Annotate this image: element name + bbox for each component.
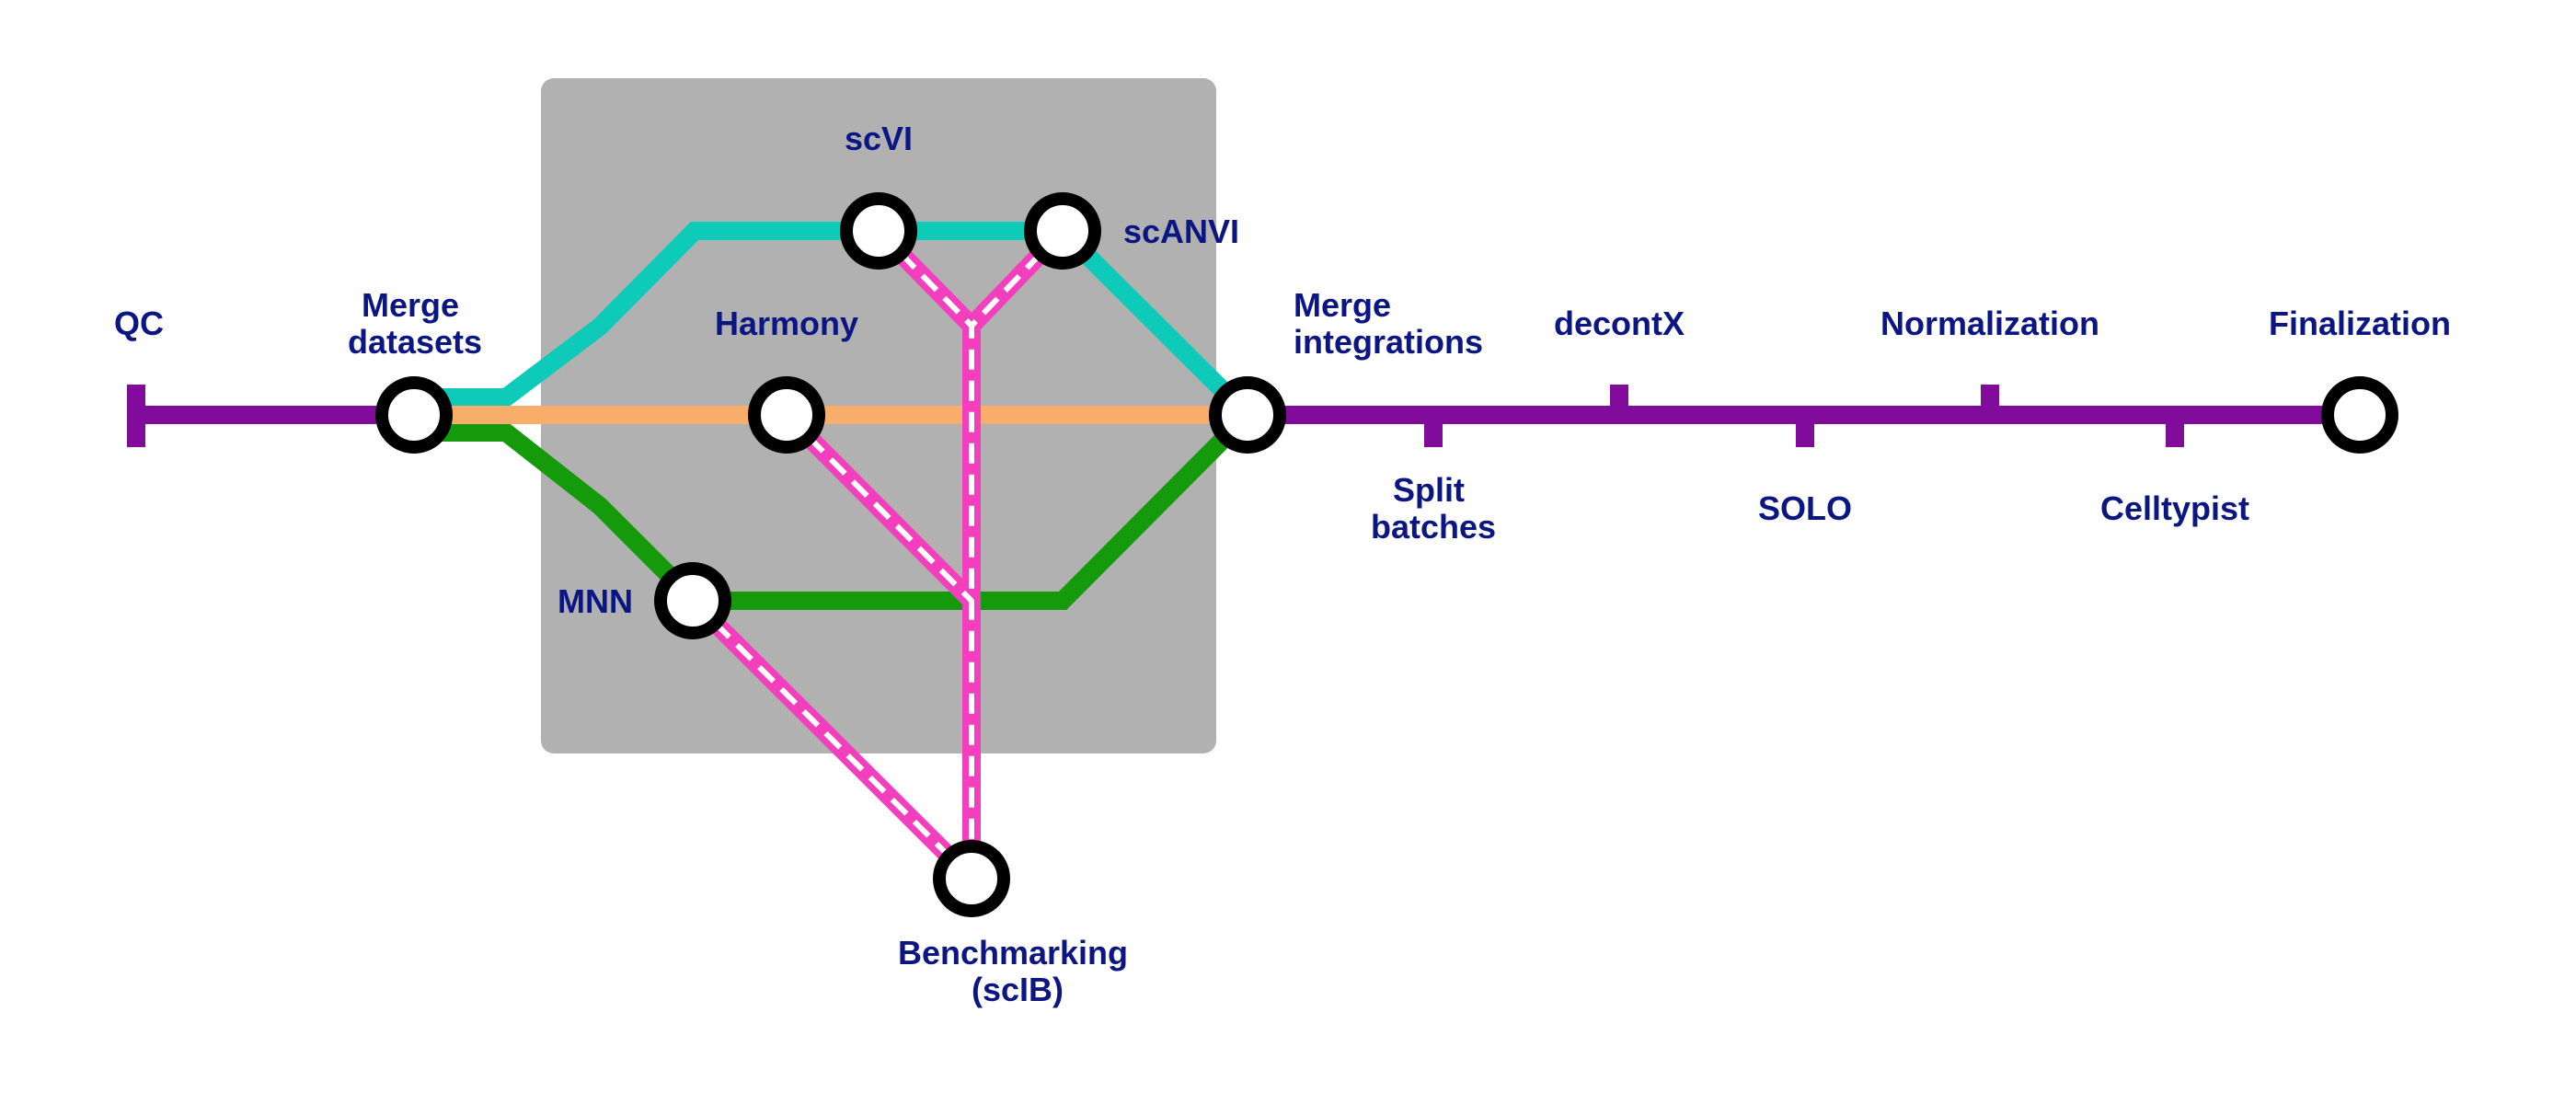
station-harmony[interactable]: [748, 376, 825, 454]
main-pipeline-line: [127, 385, 2360, 447]
label-celltypist: Celltypist: [2100, 489, 2249, 527]
label-merge-datasets-line1: Merge: [362, 286, 459, 324]
label-harmony: Harmony: [715, 305, 858, 342]
label-normalization: Normalization: [1880, 305, 2099, 342]
benchmark-dash-mnn: [690, 598, 974, 881]
label-finalization: Finalization: [2269, 305, 2451, 342]
label-split-batches-line2: batches: [1371, 508, 1496, 546]
label-benchmarking-line2: (scIB): [972, 971, 1064, 1008]
label-mnn: MNN: [558, 582, 633, 620]
label-qc: QC: [114, 305, 164, 342]
station-labels: QC Merge datasets Harmony scVI scANVI MN…: [114, 120, 2451, 1008]
benchmark-dash-scanvi: [969, 228, 1065, 328]
station-merge-integrations[interactable]: [1209, 376, 1286, 454]
station-merge-datasets[interactable]: [375, 376, 453, 454]
station-finalization[interactable]: [2321, 376, 2398, 454]
label-scanvi: scANVI: [1123, 213, 1239, 250]
label-merge-integrations-line2: integrations: [1294, 323, 1483, 361]
benchmark-dash-harmony: [784, 412, 974, 604]
station-scanvi[interactable]: [1024, 192, 1101, 270]
label-scvi: scVI: [845, 120, 913, 157]
label-benchmarking: Benchmarking (scIB): [898, 934, 1137, 1008]
label-merge-datasets-line2: datasets: [348, 323, 482, 361]
station-benchmarking[interactable]: [933, 840, 1010, 917]
label-decontx: decontX: [1554, 305, 1685, 342]
stations: [375, 192, 2398, 917]
mnn-line: [414, 408, 1255, 610]
station-scvi[interactable]: [840, 192, 917, 270]
label-merge-integrations-line1: Merge: [1294, 286, 1391, 324]
label-merge-integrations: Merge integrations: [1294, 286, 1483, 361]
label-merge-datasets: Merge datasets: [348, 286, 482, 361]
label-solo: SOLO: [1758, 489, 1852, 527]
label-split-batches: Split batches: [1371, 471, 1496, 546]
label-split-batches-line1: Split: [1393, 471, 1465, 509]
station-mnn[interactable]: [654, 562, 731, 639]
label-benchmarking-line1: Benchmarking: [898, 934, 1128, 972]
scvi-line: [414, 222, 1255, 422]
